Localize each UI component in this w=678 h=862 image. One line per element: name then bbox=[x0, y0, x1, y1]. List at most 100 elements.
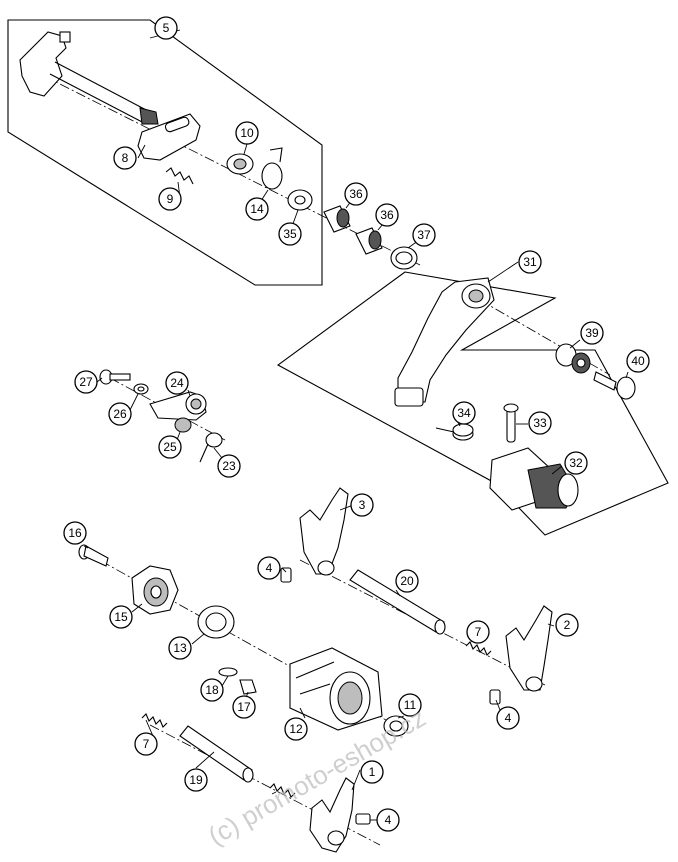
callout-label: 7 bbox=[475, 625, 482, 639]
callout-25: 25 bbox=[158, 435, 182, 459]
callout-label: 26 bbox=[113, 407, 127, 421]
small-spring-part bbox=[165, 167, 194, 185]
callout-label: 35 bbox=[283, 227, 297, 241]
detent-washer-part bbox=[133, 383, 149, 395]
callout-7-lower-left: 7 bbox=[134, 732, 158, 756]
callout-17: 17 bbox=[232, 695, 256, 719]
callout-label: 36 bbox=[349, 187, 363, 201]
callout-31: 31 bbox=[518, 250, 542, 274]
callout-label: 31 bbox=[523, 255, 537, 269]
callout-label: 1 bbox=[369, 765, 376, 779]
seal-ring-part bbox=[390, 246, 418, 270]
shift-drum-part bbox=[289, 647, 383, 731]
washer-35-part bbox=[287, 189, 313, 211]
fork-rail-20-part bbox=[349, 569, 446, 635]
callout-label: 39 bbox=[585, 326, 599, 340]
callout-20: 20 bbox=[395, 569, 419, 593]
guide-pin-4-upper-part bbox=[280, 567, 292, 583]
callout-1: 1 bbox=[360, 760, 384, 784]
drum-bolt-part bbox=[78, 544, 109, 567]
callout-33: 33 bbox=[528, 411, 552, 435]
guide-pin-4-lower-part bbox=[355, 813, 371, 825]
callout-label: 34 bbox=[457, 406, 471, 420]
callout-label: 25 bbox=[163, 440, 177, 454]
callout-label: 23 bbox=[222, 459, 236, 473]
callout-label: 32 bbox=[569, 456, 583, 470]
shift-shaft-part bbox=[19, 31, 159, 125]
callout-label: 13 bbox=[173, 641, 187, 655]
callout-label: 4 bbox=[505, 711, 512, 725]
callout-label: 12 bbox=[289, 722, 303, 736]
callout-18: 18 bbox=[200, 678, 224, 702]
callout-2: 2 bbox=[555, 613, 579, 637]
callout-26: 26 bbox=[108, 402, 132, 426]
callout-label: 19 bbox=[189, 773, 203, 787]
callout-label: 33 bbox=[533, 416, 547, 430]
shift-plate-slot bbox=[164, 116, 190, 133]
guide-bushing-part bbox=[226, 153, 254, 175]
fork-rail-19-part bbox=[179, 725, 254, 783]
callout-11: 11 bbox=[398, 693, 422, 717]
callout-label: 17 bbox=[237, 700, 251, 714]
shift-fork-3-part bbox=[299, 487, 349, 576]
lever-bolt-part bbox=[593, 371, 636, 400]
callout-4-upper: 4 bbox=[257, 556, 281, 580]
callout-8: 8 bbox=[113, 146, 137, 170]
callout-label: 7 bbox=[143, 737, 150, 751]
detent-lever-part bbox=[149, 391, 207, 421]
shift-shaft-group-frame bbox=[7, 19, 323, 286]
shift-lever-group-frame bbox=[276, 271, 669, 536]
callout-label: 4 bbox=[266, 561, 273, 575]
lever-axis bbox=[479, 299, 611, 376]
callout-37: 37 bbox=[412, 223, 436, 247]
callout-label: 27 bbox=[79, 375, 93, 389]
callout-15: 15 bbox=[109, 605, 133, 629]
callout-label: 2 bbox=[564, 618, 571, 632]
needle-bearing-part-1 bbox=[323, 205, 351, 233]
locating-plate-part bbox=[218, 667, 257, 695]
callout-label: 8 bbox=[122, 151, 129, 165]
callout-36-b: 36 bbox=[375, 203, 399, 227]
callout-label: 10 bbox=[240, 126, 254, 140]
callout-4-lower: 4 bbox=[376, 808, 400, 832]
shift-lever-part bbox=[394, 277, 495, 407]
detent-bolt-part bbox=[99, 369, 131, 385]
callout-40: 40 bbox=[626, 349, 650, 373]
callout-39: 39 bbox=[580, 321, 604, 345]
callout-35: 35 bbox=[278, 222, 302, 246]
callout-12: 12 bbox=[284, 717, 308, 741]
drum-washer-part bbox=[383, 715, 409, 737]
callout-label: 36 bbox=[380, 208, 394, 222]
callout-27: 27 bbox=[74, 370, 98, 394]
callout-label: 4 bbox=[385, 813, 392, 827]
detent-roller-part bbox=[174, 417, 192, 433]
callout-9: 9 bbox=[158, 187, 182, 211]
fork-rail-axis-upper bbox=[299, 559, 546, 686]
callout-36-a: 36 bbox=[344, 182, 368, 206]
callout-14: 14 bbox=[245, 197, 269, 221]
callout-3: 3 bbox=[350, 493, 374, 517]
callout-34: 34 bbox=[452, 401, 476, 425]
circlip-part bbox=[452, 423, 474, 441]
callout-24: 24 bbox=[165, 371, 189, 395]
foot-peg-part bbox=[489, 447, 579, 511]
callout-10: 10 bbox=[235, 121, 259, 145]
shift-shaft-axis bbox=[27, 67, 421, 266]
pivot-pin-part bbox=[503, 403, 519, 443]
callout-23: 23 bbox=[217, 454, 241, 478]
detent-axis bbox=[109, 377, 226, 441]
callout-label: 18 bbox=[205, 683, 219, 697]
fork-spring-7-upper-part bbox=[465, 641, 492, 656]
callout-label: 37 bbox=[417, 228, 431, 242]
callout-4-right: 4 bbox=[496, 706, 520, 730]
callout-32: 32 bbox=[564, 451, 588, 475]
shift-fork-2-part bbox=[505, 605, 553, 692]
callout-label: 40 bbox=[631, 354, 645, 368]
callout-label: 9 bbox=[167, 192, 174, 206]
callout-16: 16 bbox=[63, 521, 87, 545]
callout-label: 16 bbox=[68, 526, 82, 540]
callout-label: 20 bbox=[400, 574, 414, 588]
callout-label: 11 bbox=[404, 698, 417, 712]
shift-fork-1-part bbox=[309, 777, 355, 853]
